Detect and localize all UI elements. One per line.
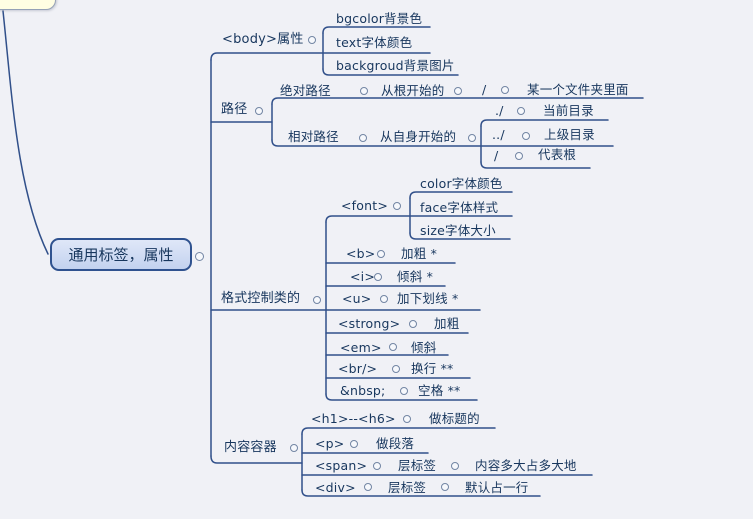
underline-color [409,191,513,199]
topic-bgcolor[interactable]: bgcolor背景色 [336,11,423,26]
collapse-toggle-dotdot[interactable] [522,132,530,140]
collapse-toggle-h[interactable] [403,415,411,423]
topic-b-desc[interactable]: 加粗 * [401,246,438,261]
topic-div[interactable]: <div> [315,480,356,495]
topic-p[interactable]: <p> [315,436,345,451]
collapse-toggle-i[interactable] [374,273,382,281]
topic-dotdot[interactable]: ../ [492,127,505,142]
cut-off-parent-node[interactable] [0,0,56,10]
collapse-toggle-em[interactable] [389,343,397,351]
topic-dot[interactable]: ./ [495,103,504,118]
topic-font-face[interactable]: face字体样式 [420,200,499,215]
topic-strong[interactable]: <strong> [338,316,401,331]
topic-rootslash[interactable]: / [494,148,499,163]
underline-body-textcolor [210,52,431,61]
underline-nbsp [325,393,478,401]
collapse-toggle-span[interactable] [373,462,381,470]
collapse-toggle-font[interactable] [393,202,401,210]
collapse-toggle-span-desc[interactable] [451,462,459,470]
topic-i[interactable]: <i> [350,269,376,284]
underline-absolute [271,97,644,105]
collapse-toggle-div-desc[interactable] [441,483,449,491]
collapse-toggle-div[interactable] [364,483,372,491]
collapse-toggle-dot[interactable] [517,107,525,115]
topic-span-desc[interactable]: 层标签 [398,458,437,473]
topic-body[interactable]: <body>属性 [222,32,304,47]
collapse-toggle-format[interactable] [313,296,321,304]
topic-path[interactable]: 路径 [221,102,248,117]
topic-font-color[interactable]: color字体颜色 [420,176,503,191]
collapse-toggle-u[interactable] [380,295,388,303]
topic-format[interactable]: 格式控制类的 [221,291,301,306]
topic-div-desc2[interactable]: 默认占一行 [465,480,529,495]
topic-nbsp[interactable]: &nbsp; [340,383,386,398]
underline-relative-dotdot [271,139,614,147]
collapse-toggle-strong[interactable] [409,320,417,328]
topic-h-desc[interactable]: 做标题的 [429,411,480,426]
collapse-toggle-absolute-slash[interactable] [501,86,509,94]
topic-span-desc2[interactable]: 内容多大占多大地 [475,458,577,473]
underline-container [210,455,303,464]
topic-i-desc[interactable]: 倾斜 * [397,269,434,284]
collapse-toggle-path[interactable] [255,107,263,115]
topic-font[interactable]: <font> [341,198,389,213]
collapse-toggle-b[interactable] [377,250,385,258]
topic-dot-desc[interactable]: 当前目录 [543,103,594,118]
collapse-toggle-br[interactable] [392,365,400,373]
topic-br-desc[interactable]: 换行 ** [411,361,454,376]
topic-absolute-slash[interactable]: / [482,82,487,97]
collapse-toggle-relative[interactable] [359,134,367,142]
topic-relative-path[interactable]: 相对路径 [288,129,339,144]
topic-h[interactable]: <h1>--<h6> [311,411,396,426]
topic-rootslash-desc[interactable]: 代表根 [538,147,577,162]
collapse-toggle-absolute[interactable] [360,87,368,95]
topic-background[interactable]: backgroud背景图片 [336,58,455,73]
topic-textcolor[interactable]: text字体颜色 [336,35,413,50]
topic-dotdot-desc[interactable]: 上级目录 [544,127,595,142]
underline-rootslash [480,161,591,169]
topic-b[interactable]: <b> [346,246,376,261]
underline-size [409,232,511,240]
collapse-toggle-relative-desc[interactable] [468,134,476,142]
collapse-toggle-nbsp[interactable] [400,387,408,395]
collapse-toggle-rootslash[interactable] [515,152,523,160]
collapse-toggle-body[interactable] [308,36,316,44]
underline-background [322,68,459,76]
topic-br[interactable]: <br/> [338,361,378,376]
topic-p-desc[interactable]: 做段落 [376,436,415,451]
topic-strong-desc[interactable]: 加粗 [434,316,460,331]
topic-absolute-path[interactable]: 绝对路径 [280,83,331,98]
underline-dot [480,119,609,127]
topic-div-desc[interactable]: 层标签 [388,480,427,495]
collapse-toggle-container[interactable] [290,444,298,452]
topic-absolute-target[interactable]: 某一个文件夹里面 [527,82,629,97]
root-topic-label: 通用标签，属性 [68,246,174,264]
topic-container[interactable]: 内容容器 [224,440,277,455]
topic-em-desc[interactable]: 倾斜 [411,340,437,355]
collapse-toggle-p[interactable] [350,440,358,448]
topic-relative-desc[interactable]: 从自身开始的 [380,129,457,144]
underline-h [301,427,496,435]
underline-div [301,489,541,497]
topic-nbsp-desc[interactable]: 空格 ** [418,383,461,398]
topic-em[interactable]: <em> [340,340,382,355]
topic-u-desc[interactable]: 加下划线 * [397,291,459,306]
topic-span[interactable]: <span> [315,458,368,473]
topic-font-size[interactable]: size字体大小 [420,223,496,238]
underline-font-face [325,215,513,223]
connector-parent-root [2,10,49,255]
topic-u[interactable]: <u> [342,291,372,306]
collapse-toggle-root[interactable] [195,252,204,261]
topic-absolute-desc[interactable]: 从根开始的 [381,83,445,98]
underline-bgcolor [322,26,431,34]
root-topic[interactable]: 通用标签，属性 [50,238,192,271]
collapse-toggle-absolute-desc[interactable] [454,87,462,95]
